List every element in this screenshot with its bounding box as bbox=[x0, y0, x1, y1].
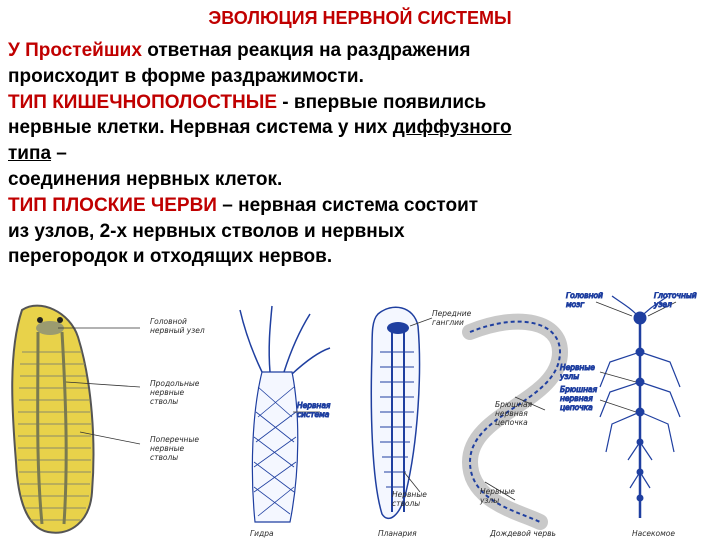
annelid-nodes-label-2: узлы bbox=[479, 496, 499, 505]
insect-nodes-label-2: узлы bbox=[559, 372, 579, 381]
page-title: ЭВОЛЮЦИЯ НЕРВНОЙ СИСТЕМЫ bbox=[208, 8, 512, 28]
earthworm-illustration: Брюшная нервная цепочка Нервные узлы bbox=[461, 313, 569, 530]
insect-pharynx-label-2: узел bbox=[653, 300, 672, 309]
planaria-ganglia-label: Передние bbox=[432, 309, 472, 318]
planaria-illustration: Передние ганглии Нервные стволы bbox=[370, 306, 472, 520]
text-line: нервные клетки. Нервная система у них ди… bbox=[8, 115, 713, 141]
body-text: У Простейших ответная реакция на раздраж… bbox=[8, 38, 713, 270]
insect-head-label-2: мозг bbox=[566, 300, 584, 309]
text-line: соединения нервных клеток. bbox=[8, 168, 283, 190]
flatworm-long-label-3: стволы bbox=[150, 397, 178, 406]
flatworms-heading: ТИП ПЛОСКИЕ ЧЕРВИ bbox=[8, 194, 217, 216]
caption-planaria: Планария bbox=[378, 529, 417, 538]
text-line: ТИП КИШЕЧНОПОЛОСТНЫЕ - впервые появились bbox=[8, 90, 713, 116]
hydra-illustration: Нервная система bbox=[239, 305, 331, 523]
insect-head-label: Головной bbox=[566, 292, 603, 300]
annelid-chain-label: Брюшная bbox=[495, 400, 533, 409]
insect-chain-label-2: нервная bbox=[560, 394, 593, 403]
flatworm-illustration: Головной нервный узел Продольные нервные… bbox=[11, 304, 205, 534]
text-line: типа – bbox=[8, 141, 713, 167]
nervous-system-figure: Головной нервный узел Продольные нервные… bbox=[11, 292, 697, 538]
annelid-nodes-label: Нервные bbox=[480, 487, 515, 496]
insect-nodes-label: Нервные bbox=[560, 363, 595, 372]
insect-pharynx-label: Глоточный bbox=[654, 292, 697, 300]
text-line: перегородок и отходящих нервов. bbox=[8, 246, 333, 268]
hydra-net-label-2: система bbox=[297, 410, 330, 419]
insect-illustration: Головной мозг Глоточный узел Нервные узл… bbox=[559, 292, 697, 518]
caption-insect: Насекомое bbox=[632, 529, 675, 538]
flatworm-head-label: Головной bbox=[150, 317, 187, 326]
planaria-trunks-label: Нервные bbox=[392, 490, 427, 499]
caption-hydra: Гидра bbox=[250, 529, 274, 538]
text-line: происходит в форме раздражимости. bbox=[8, 65, 364, 87]
annelid-chain-label-2: нервная bbox=[495, 409, 528, 418]
flatworm-long-label-2: нервные bbox=[150, 388, 185, 397]
flatworm-trans-label-2: нервные bbox=[150, 444, 185, 453]
text-span: ответная реакция на раздражения bbox=[141, 40, 471, 61]
planaria-trunks-label-2: стволы bbox=[392, 499, 420, 508]
hydra-net-label: Нервная bbox=[297, 401, 331, 410]
flatworm-trans-label-3: стволы bbox=[150, 453, 178, 462]
flatworm-long-label: Продольные bbox=[150, 379, 200, 388]
text-line: У Простейших ответная реакция на раздраж… bbox=[8, 38, 713, 64]
text-span: нервные клетки. Нервная система у них bbox=[8, 117, 393, 139]
coelenterata-heading: ТИП КИШЕЧНОПОЛОСТНЫЕ bbox=[8, 91, 277, 113]
protozoa-heading: У Простейших bbox=[8, 40, 142, 61]
annelid-chain-label-3: цепочка bbox=[495, 418, 528, 427]
caption-earthworm: Дождевой червь bbox=[489, 529, 556, 538]
text-line: ТИП ПЛОСКИЕ ЧЕРВИ – нервная система сост… bbox=[8, 193, 713, 219]
underlined-term: типа bbox=[8, 143, 52, 165]
underlined-term: диффузного bbox=[392, 117, 512, 139]
flatworm-trans-label: Поперечные bbox=[150, 435, 199, 444]
text-span: - впервые появились bbox=[277, 91, 487, 113]
insect-chain-label-3: цепочка bbox=[560, 403, 593, 412]
text-span: – нервная система состоит bbox=[216, 194, 479, 216]
insect-chain-label: Брюшная bbox=[560, 385, 598, 394]
text-line: из узлов, 2-х нервных стволов и нервных bbox=[8, 220, 405, 242]
text-span: – bbox=[51, 143, 67, 165]
flatworm-head-label-2: нервный узел bbox=[150, 326, 205, 335]
planaria-ganglia-label-2: ганглии bbox=[432, 318, 464, 327]
